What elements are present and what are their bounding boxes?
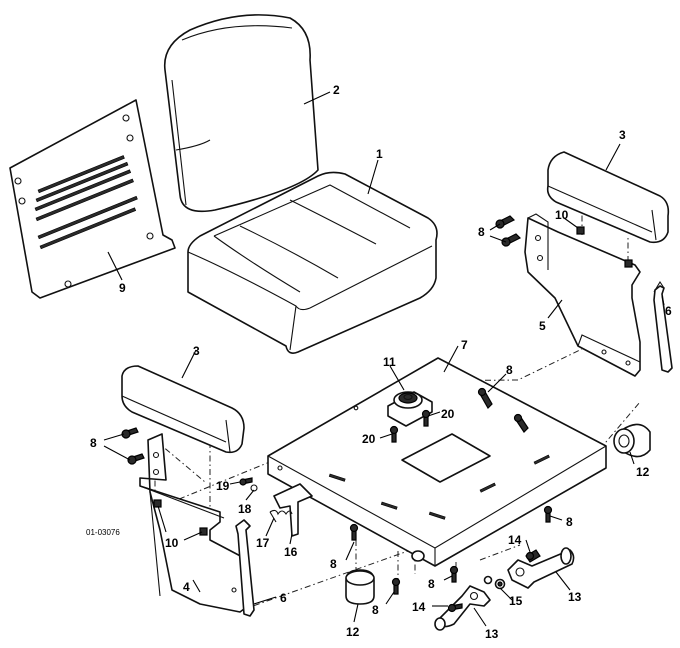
callout-7: 7	[461, 338, 468, 352]
callout-14-left: 14	[412, 600, 426, 614]
back-panel	[9, 99, 176, 299]
plate-slots	[328, 454, 550, 520]
callout-10-right: 10	[555, 208, 569, 222]
callout-14-right: 14	[508, 533, 522, 547]
seat-switch	[387, 391, 433, 427]
callout-6-left: 6	[280, 591, 287, 605]
shaft-bolt-left	[447, 603, 463, 613]
callout-2: 2	[333, 83, 340, 97]
vent-slots	[34, 155, 138, 250]
bolts-plate-top	[477, 387, 529, 433]
callouts: 1 2 3 3 9 5 6 6 4 7 10 10 8 8 11 20 20 1…	[86, 83, 672, 641]
callout-11: 11	[383, 355, 396, 369]
rivet	[250, 484, 258, 492]
callout-3-right: 3	[619, 128, 626, 142]
callout-20-right: 20	[441, 407, 455, 421]
callout-15: 15	[509, 594, 523, 608]
callout-8-right-upper: 8	[478, 225, 485, 239]
callout-8-bottom: 8	[372, 603, 379, 617]
seat-back	[163, 14, 319, 213]
callout-8-under-mid: 8	[428, 577, 435, 591]
pin-left	[235, 519, 255, 617]
callout-17: 17	[256, 536, 270, 550]
callout-19: 19	[216, 479, 230, 493]
bolts-right-upper	[495, 215, 522, 247]
latch-screw	[239, 477, 253, 486]
callout-18: 18	[238, 502, 252, 516]
leader-lines	[103, 91, 665, 627]
callout-10-left: 10	[165, 536, 179, 550]
callout-9: 9	[119, 281, 126, 295]
callout-8-left: 8	[90, 436, 97, 450]
callout-4: 4	[183, 580, 190, 594]
callout-8-plate-top: 8	[506, 363, 513, 377]
callout-8-plate-right: 8	[566, 515, 573, 529]
callout-8-under-left: 8	[330, 557, 337, 571]
bolts-plate-under	[349, 505, 553, 595]
reference-code: 01-03076	[86, 528, 120, 537]
shaft-nut	[483, 575, 506, 590]
seat-cushion	[187, 171, 438, 354]
latch-plate	[273, 483, 313, 537]
callout-12-left: 12	[346, 625, 360, 639]
callout-6-right: 6	[665, 304, 672, 318]
pin-right	[653, 280, 673, 373]
shaft-bolt-right	[525, 549, 541, 563]
callout-1: 1	[376, 147, 383, 161]
spring	[269, 509, 293, 523]
callout-16: 16	[284, 545, 298, 559]
nut-left	[153, 499, 208, 536]
pivot-shaft-left	[434, 585, 491, 631]
mount-bracket-right	[524, 213, 641, 377]
bolts-left	[121, 427, 145, 465]
mount-bracket-left	[139, 433, 249, 613]
nut-right	[576, 226, 633, 268]
callout-5: 5	[539, 319, 546, 333]
callout-13-right: 13	[568, 590, 582, 604]
callout-13-left: 13	[485, 627, 499, 641]
callout-3-left: 3	[193, 344, 200, 358]
bushing-right	[613, 423, 651, 458]
armrest-left	[121, 365, 245, 454]
pivot-shaft-right	[507, 547, 575, 589]
callout-12-right: 12	[636, 465, 650, 479]
bushing-left	[345, 569, 375, 605]
switch-screws	[389, 409, 431, 443]
armrest-right	[546, 151, 670, 244]
callout-20-left: 20	[362, 432, 376, 446]
seat-plate	[267, 357, 607, 567]
